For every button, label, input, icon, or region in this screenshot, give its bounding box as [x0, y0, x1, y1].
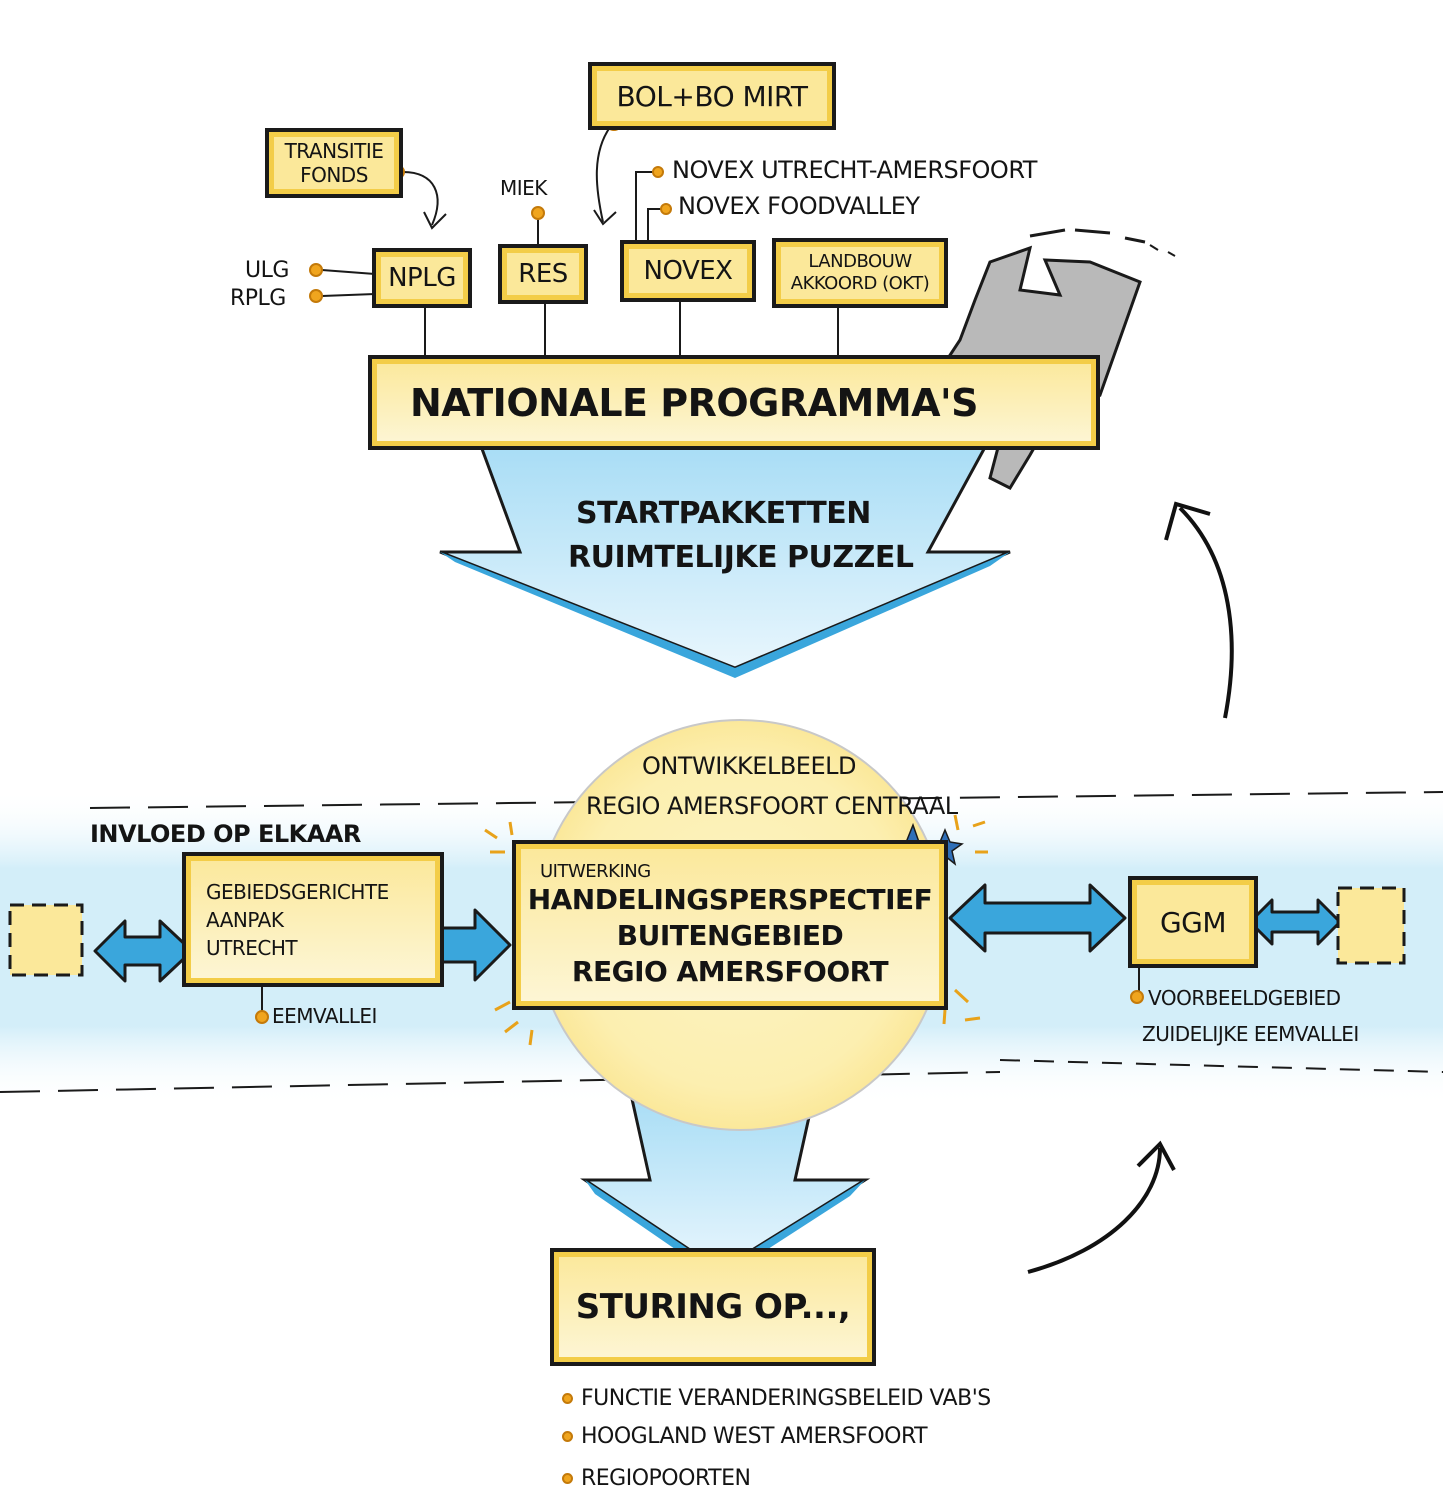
- bullet-dot: [562, 1393, 573, 1404]
- ruimtelijke-puzzel-label: RUIMTELIJKE PUZZEL: [568, 540, 914, 575]
- transitie-label: TRANSITIE: [284, 139, 384, 163]
- res-label: RES: [518, 259, 568, 289]
- buitengebied-label: BUITENGEBIED: [616, 918, 844, 952]
- rplg-label: RPLG: [230, 286, 286, 311]
- uitwerking-label: UITWERKING: [540, 860, 651, 882]
- ggm-box: GGM: [1128, 876, 1258, 968]
- sparkles: [484, 814, 988, 1046]
- feedback-arrow-lower-head: [1136, 1140, 1176, 1171]
- voorbeeldgebied-label: VOORBEELDGEBIED: [1148, 986, 1341, 1010]
- miek-label: MIEK: [500, 176, 547, 200]
- bullet-dot: [562, 1431, 573, 1442]
- novex-foodvalley-label: NOVEX FOODVALLEY: [678, 192, 920, 220]
- feedback-arrow-up-head: [1164, 501, 1211, 541]
- nationale-programmas-box: NATIONALE PROGRAMMA'S: [368, 355, 1100, 450]
- res-box: RES: [498, 244, 588, 304]
- bullet-item: FUNCTIE VERANDERINGSBELEID VAB'S: [562, 1386, 991, 1411]
- utrecht-label: UTRECHT: [206, 935, 298, 960]
- bullet-item: HOOGLAND WEST AMERSFOORT: [562, 1424, 928, 1449]
- sturing-op-label: STURING OP...,: [575, 1287, 851, 1327]
- zuidelijke-eemvallei-label: ZUIDELIJKE EEMVALLEI: [1142, 1022, 1359, 1046]
- landbouw-box: LANDBOUW AKKOORD (OKT): [772, 238, 948, 308]
- feedback-arrow-lower: [1027, 1147, 1162, 1274]
- bullet-text: FUNCTIE VERANDERINGSBELEID VAB'S: [581, 1386, 991, 1411]
- bullet-item: REGIOPOORTEN: [562, 1466, 751, 1491]
- landbouw-label: LANDBOUW: [808, 251, 912, 272]
- bol-bo-mirt-box: BOL+BO MIRT: [588, 62, 836, 130]
- handelingsperspectief-label: HANDELINGSPERSPECTIEF: [527, 882, 933, 916]
- novex-utrecht-label: NOVEX UTRECHT-AMERSFOORT: [672, 156, 1037, 184]
- ulg-label: ULG: [245, 258, 289, 283]
- eemvallei-label: EEMVALLEI: [272, 1004, 377, 1028]
- transitie-fonds-box: TRANSITIE FONDS: [265, 128, 403, 198]
- arrowhead-bol: [593, 209, 617, 226]
- nationale-programmas-title: NATIONALE PROGRAMMA'S: [410, 380, 979, 425]
- regio-amersfoort-label: REGIO AMERSFOORT: [571, 954, 889, 988]
- regio-amersfoort-centraal-label: REGIO AMERSFOORT CENTRAAL: [586, 792, 958, 820]
- novex-box: NOVEX: [620, 240, 756, 302]
- ontwikkelbeeld-label: ONTWIKKELBEELD: [642, 752, 856, 780]
- ggm-label: GGM: [1159, 905, 1227, 939]
- gebiedsgerichte-aanpak-box: GEBIEDSGERICHTE AANPAK UTRECHT: [182, 852, 444, 987]
- band-mid-dashed-line: [999, 1059, 1443, 1073]
- handelingsperspectief-box: UITWERKING HANDELINGSPERSPECTIEF BUITENG…: [512, 840, 948, 1010]
- fonds-label: FONDS: [300, 163, 368, 187]
- invloed-op-elkaar-label: INVLOED OP ELKAAR: [90, 820, 361, 848]
- aanpak-label: AANPAK: [206, 907, 284, 932]
- startpakketten-label: STARTPAKKETTEN: [576, 496, 871, 531]
- connector-lines: [261, 121, 1140, 1015]
- left-empty-box: [8, 903, 84, 977]
- bullet-text: HOOGLAND WEST AMERSFOORT: [581, 1424, 928, 1449]
- nplg-label: NPLG: [388, 263, 456, 293]
- sturing-op-box: STURING OP...,: [550, 1248, 876, 1366]
- novex-label: NOVEX: [643, 256, 733, 286]
- feedback-arrow-up: [1178, 506, 1234, 719]
- nplg-box: NPLG: [372, 248, 472, 308]
- bol-bo-mirt-label: BOL+BO MIRT: [616, 79, 808, 113]
- bullet-text: REGIOPOORTEN: [581, 1466, 751, 1491]
- bullet-dot: [562, 1473, 573, 1484]
- akkoord-label: AKKOORD (OKT): [790, 273, 930, 294]
- arrowhead-transitie: [423, 211, 447, 230]
- gebiedsgerichte-label: GEBIEDSGERICHTE: [206, 879, 389, 904]
- right-empty-box: [1336, 886, 1406, 965]
